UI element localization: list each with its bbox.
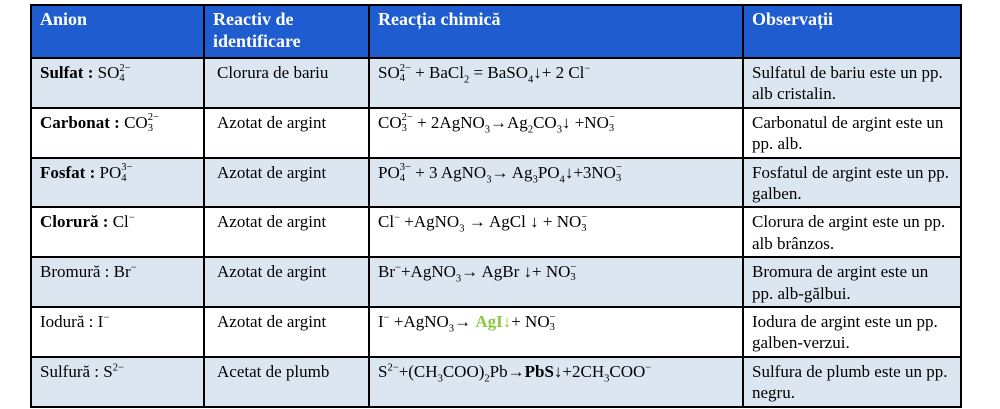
column-header-anion: Anion (30, 4, 205, 59)
observation-cell: Iodura de argint este un pp. galben-verz… (742, 306, 962, 358)
stacked-sub-sup: −3 (615, 162, 622, 184)
stacked-sub-sup: −3 (549, 311, 556, 334)
reagent-cell: Azotat de argint (203, 156, 370, 209)
stacked-sub-sup: −3 (608, 112, 615, 134)
stacked-sub-sup: −3 (581, 211, 588, 234)
column-header-reactiv: Reactiv de identificare (203, 4, 370, 59)
table-header: Anion Reactiv de identificare Reacția ch… (30, 4, 962, 59)
stacked-sub-sup: −3 (570, 261, 577, 284)
observation-cell: Carbonatul de argint este un pp. alb. (742, 106, 962, 159)
column-header-observatii: Observații (742, 4, 962, 59)
stacked-sub-sup: 2−4 (399, 62, 411, 85)
column-header-reactie-chimica: Reacția chimică (368, 4, 744, 59)
anion-cell: Bromură : Br− (30, 256, 205, 309)
anion-cell: Sulfură : S2− (30, 355, 205, 408)
anion-identification-table: Anion Reactiv de identificare Reacția ch… (30, 4, 962, 408)
observation-cell: Sulfatul de bariu este un pp. alb crista… (742, 57, 962, 109)
observation-cell: Fosfatul de argint este un pp. galben. (742, 156, 962, 209)
reaction-cell: Cl− +AgNO3 → AgCl ↓ + NO−3 (368, 206, 744, 259)
observation-cell: Clorura de argint este un pp. alb brânzo… (742, 206, 962, 259)
reaction-cell: S2−+(CH3COO)2Pb→PbS↓+2CH3COO− (368, 355, 744, 408)
reagent-cell: Clorura de bariu (203, 57, 370, 109)
reaction-cell: Br−+AgNO3→ AgBr ↓+ NO−3 (368, 256, 744, 309)
header-row: Anion Reactiv de identificare Reacția ch… (30, 4, 962, 59)
anion-cell: Iodură : I− (30, 306, 205, 358)
reagent-cell: Azotat de argint (203, 256, 370, 309)
reagent-cell: Azotat de argint (203, 206, 370, 259)
reagent-cell: Azotat de argint (203, 306, 370, 358)
reagent-cell: Azotat de argint (203, 106, 370, 159)
stacked-sub-sup: 2−3 (401, 112, 413, 134)
anion-cell: Clorură : Cl− (30, 206, 205, 259)
stacked-sub-sup: 2−3 (147, 112, 159, 134)
reaction-cell: I− +AgNO3→ AgI↓+ NO−3 (368, 306, 744, 358)
stacked-sub-sup: 3−4 (399, 162, 411, 184)
reagent-cell: Acetat de plumb (203, 355, 370, 408)
stacked-sub-sup: 2−4 (119, 62, 131, 85)
observation-cell: Sulfura de plumb este un pp. negru. (742, 355, 962, 408)
observation-cell: Bromura de argint este un pp. alb-gălbui… (742, 256, 962, 309)
stacked-sub-sup: 3−4 (121, 162, 133, 184)
